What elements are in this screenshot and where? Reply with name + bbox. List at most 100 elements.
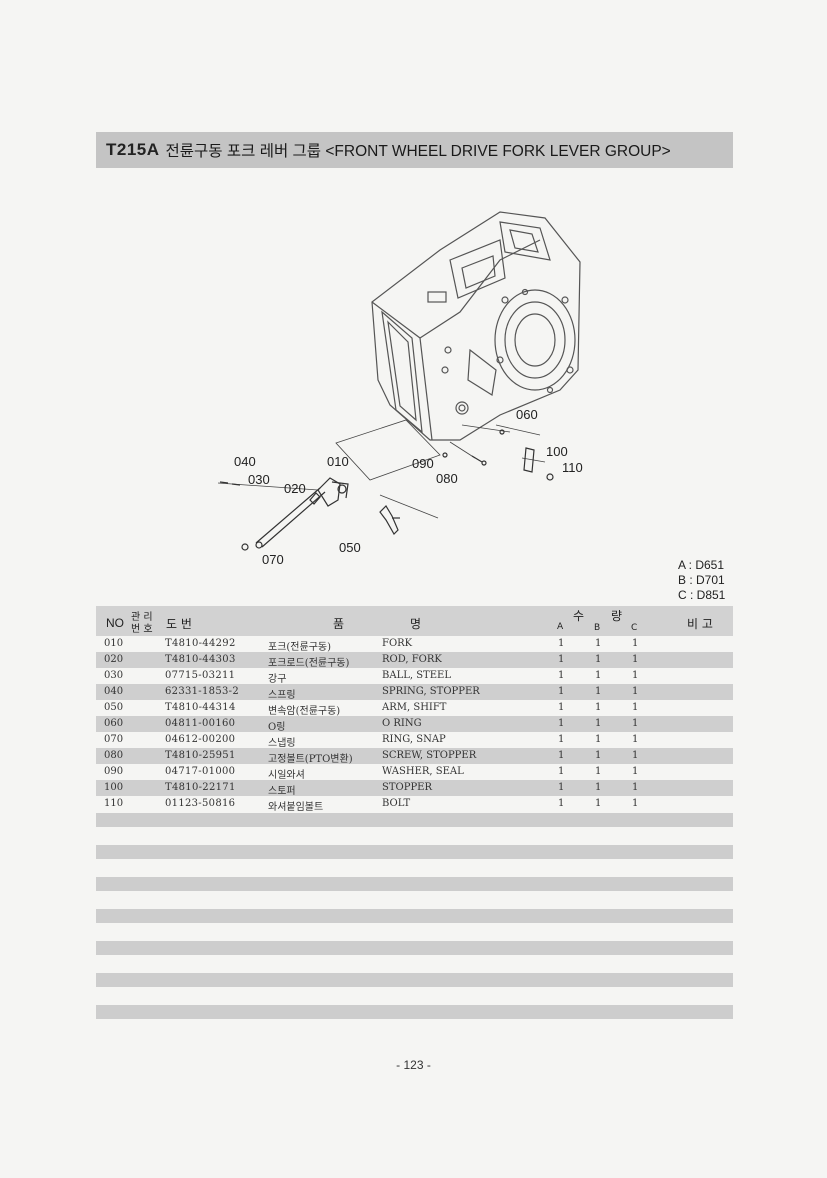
- row-part-number: 07715-03211: [165, 670, 236, 681]
- row-no: 040: [104, 686, 124, 697]
- row-qty-a: 1: [558, 638, 565, 649]
- row-qty-b: 1: [595, 702, 602, 713]
- row-name-en: O RING: [382, 718, 422, 729]
- row-part-number: 62331-1853-2: [165, 686, 239, 697]
- row-part-number: 01123-50816: [165, 798, 236, 809]
- row-qty-a: 1: [558, 798, 565, 809]
- row-no: 110: [104, 798, 124, 809]
- header-remarks: 비 고: [687, 617, 713, 631]
- row-qty-c: 1: [632, 654, 639, 665]
- row-qty-a: 1: [558, 670, 565, 681]
- row-qty-b: 1: [595, 766, 602, 777]
- row-qty-c: 1: [632, 702, 639, 713]
- row-part-number: 04717-01000: [165, 766, 236, 777]
- row-no: 010: [104, 638, 124, 649]
- row-part-number: T4810-25951: [165, 750, 236, 761]
- row-name-en: WASHER, SEAL: [382, 766, 464, 777]
- header-name-2: 명: [410, 617, 422, 631]
- row-qty-b: 1: [595, 654, 602, 665]
- row-name-ko: 시일와셔: [268, 770, 305, 781]
- row-name-ko: 포크(전륜구동): [268, 642, 332, 653]
- fork-rod-assembly: [219, 429, 554, 551]
- row-qty-b: 1: [595, 718, 602, 729]
- row-qty-a: 1: [558, 750, 565, 761]
- row-name-ko: 변속암(전륜구동): [268, 706, 341, 717]
- blank-row: [96, 877, 733, 891]
- row-part-number: T4810-44292: [165, 638, 236, 649]
- transmission-case: [371, 211, 581, 441]
- callout-020: 020: [284, 481, 306, 496]
- row-name-ko: 포크로드(전륜구동): [268, 658, 350, 669]
- row-qty-c: 1: [632, 718, 639, 729]
- group-title: 전륜구동 포크 레버 그룹 <FRONT WHEEL DRIVE FORK LE…: [165, 143, 671, 160]
- header-b: B: [594, 623, 601, 633]
- row-qty-c: 1: [632, 782, 639, 793]
- row-name-en: BALL, STEEL: [382, 670, 451, 681]
- row-name-ko: 스토퍼: [268, 786, 296, 797]
- row-qty-a: 1: [558, 718, 565, 729]
- row-qty-b: 1: [595, 638, 602, 649]
- row-no: 020: [104, 654, 124, 665]
- row-no: 060: [104, 718, 124, 729]
- callout-050: 050: [339, 540, 361, 555]
- row-name-ko: 강구: [268, 674, 287, 685]
- row-name-en: BOLT: [382, 798, 411, 809]
- row-qty-b: 1: [595, 798, 602, 809]
- table-header: NO 관 리 번 호 도 번 품 명 수 량 A B C 비 고: [96, 606, 733, 636]
- header-qty-1: 수: [573, 609, 585, 623]
- row-qty-b: 1: [595, 670, 602, 681]
- model-b: B : D701: [678, 573, 725, 587]
- row-part-number: T4810-44314: [165, 702, 236, 713]
- blank-row: [96, 973, 733, 987]
- row-name-en: SPRING, STOPPER: [382, 686, 480, 697]
- row-part-number: T4810-22171: [165, 782, 236, 793]
- header-a: A: [557, 622, 564, 632]
- header-part-no: 도 번: [166, 617, 192, 631]
- callout-080: 080: [436, 471, 458, 486]
- model-legend: A : D651 B : D701 C : D851: [678, 558, 725, 603]
- row-no: 100: [104, 782, 124, 793]
- row-qty-a: 1: [558, 702, 565, 713]
- callout-040: 040: [234, 454, 256, 469]
- row-no: 030: [104, 670, 124, 681]
- header-name-1: 품: [333, 617, 345, 631]
- header-mgmt-bottom: 번 호: [131, 624, 153, 635]
- row-name-en: ARM, SHIFT: [382, 702, 447, 713]
- row-no: 090: [104, 766, 124, 777]
- blank-row: [96, 909, 733, 923]
- diagram-svg: 060 040 010 100 090 110 030 080 020 050 …: [217, 211, 583, 567]
- row-name-en: SCREW, STOPPER: [382, 750, 477, 761]
- row-name-en: RING, SNAP: [382, 734, 446, 745]
- row-part-number: 04811-00160: [165, 718, 236, 729]
- row-qty-c: 1: [632, 670, 639, 681]
- header-no: NO: [106, 616, 124, 630]
- row-qty-a: 1: [558, 686, 565, 697]
- row-qty-a: 1: [558, 734, 565, 745]
- title-bar: T215A 전륜구동 포크 레버 그룹 <FRONT WHEEL DRIVE F…: [96, 132, 733, 168]
- row-no: 050: [104, 702, 124, 713]
- row-qty-c: 1: [632, 686, 639, 697]
- row-name-en: FORK: [382, 638, 413, 649]
- row-name-ko: 스냅링: [268, 738, 296, 749]
- callout-110: 110: [562, 460, 583, 475]
- row-no: 080: [104, 750, 124, 761]
- row-qty-b: 1: [595, 782, 602, 793]
- callout-100: 100: [546, 444, 568, 459]
- blank-row: [96, 941, 733, 955]
- callout-090: 090: [412, 456, 434, 471]
- row-qty-b: 1: [595, 734, 602, 745]
- row-qty-c: 1: [632, 766, 639, 777]
- row-qty-b: 1: [595, 750, 602, 761]
- row-name-ko: 와셔붙임볼트: [268, 802, 324, 813]
- leader-lines: [217, 419, 546, 519]
